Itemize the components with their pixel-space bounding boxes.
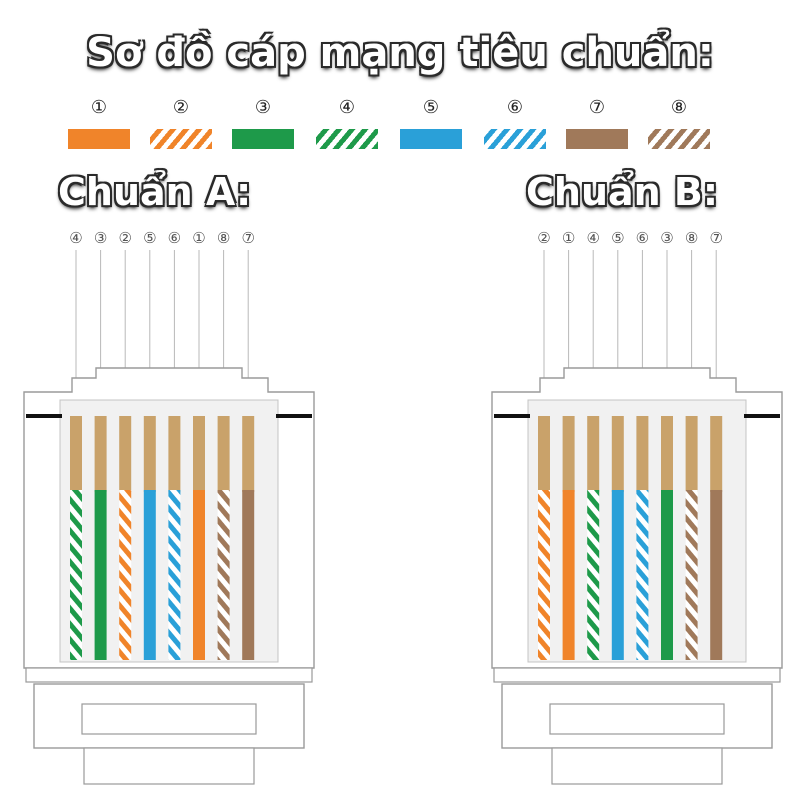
pin-label: ① [192,229,206,247]
pin-label: ① [561,229,576,247]
pin-label: ⑥ [167,229,182,247]
wire-7 [710,490,723,660]
wire-4 [587,490,600,660]
boot-rim [25,667,313,683]
wire-5 [143,490,156,660]
wire-6 [636,490,649,660]
wire-contact [193,416,205,492]
legend-swatch-2 [150,129,212,149]
pin-label: ⑧ [684,229,699,247]
wire-contact [587,416,600,492]
pin-label: ④ [586,229,600,247]
legend-swatch-1 [68,129,130,149]
legend-number-6: ⑥ [506,97,524,118]
boot-tail [83,747,255,785]
wire-contact [611,416,624,492]
pin-label: ⑧ [216,229,231,247]
contact-band-right [276,414,312,418]
legend-swatch-8 [648,129,710,149]
legend-number-7: ⑦ [588,97,606,118]
legend-swatch-7 [566,129,628,149]
pin-label: ② [537,229,551,247]
wire-contact [70,416,82,492]
wire-4 [70,490,82,660]
contact-band-right [744,414,780,418]
wire-3 [661,490,673,660]
legend-swatch-6 [484,129,546,149]
legend-number-3: ③ [254,97,272,118]
pin-label: ⑦ [241,229,255,247]
wire-contact [94,416,107,492]
boot-latch-window [549,703,725,735]
standard-b-title: Chuẩn B: [526,170,719,214]
legend-number-2: ② [172,97,190,118]
boot-tail [551,747,723,785]
connector-a [23,250,315,785]
legend-number-1: ① [90,97,108,118]
wire-1 [193,490,205,660]
pin-label: ② [118,229,132,247]
wire-2 [119,490,132,660]
pin-label: ⑥ [635,229,650,247]
diagram-title: Sơ đồ cáp mạng tiêu chuẩn: [86,30,714,76]
contact-band-left [494,414,530,418]
wire-7 [242,490,255,660]
connector-b [491,250,783,785]
pin-label: ⑦ [709,229,723,247]
wire-6 [168,490,181,660]
wire-contact [168,416,181,492]
wire-contact [636,416,649,492]
pin-label: ⑤ [143,229,157,247]
wire-contact [217,416,230,492]
pin-label: ④ [69,229,83,247]
legend-swatch-3 [232,129,294,149]
standard-a-title: Chuẩn A: [58,170,252,214]
wire-contact [119,416,132,492]
contact-band-left [26,414,62,418]
wire-2 [538,490,550,660]
pin-label: ③ [93,229,108,247]
legend-number-4: ④ [338,97,356,118]
boot-rim [493,667,781,683]
legend-number-5: ⑤ [422,97,440,118]
wire-5 [611,490,624,660]
wire-contact [143,416,156,492]
wire-contact [562,416,575,492]
wire-contact [242,416,255,492]
pin-label: ⑤ [611,229,625,247]
legend-swatch-4 [316,129,378,149]
legend-number-8: ⑧ [670,97,688,118]
wire-8 [685,490,698,660]
wire-8 [217,490,230,660]
wire-contact [710,416,723,492]
wire-3 [94,490,107,660]
legend-swatch-5 [400,129,462,149]
pin-label: ③ [660,229,674,247]
wire-contact [661,416,673,492]
boot-latch-window [81,703,257,735]
wire-contact [538,416,550,492]
wire-1 [562,490,575,660]
wire-contact [685,416,698,492]
